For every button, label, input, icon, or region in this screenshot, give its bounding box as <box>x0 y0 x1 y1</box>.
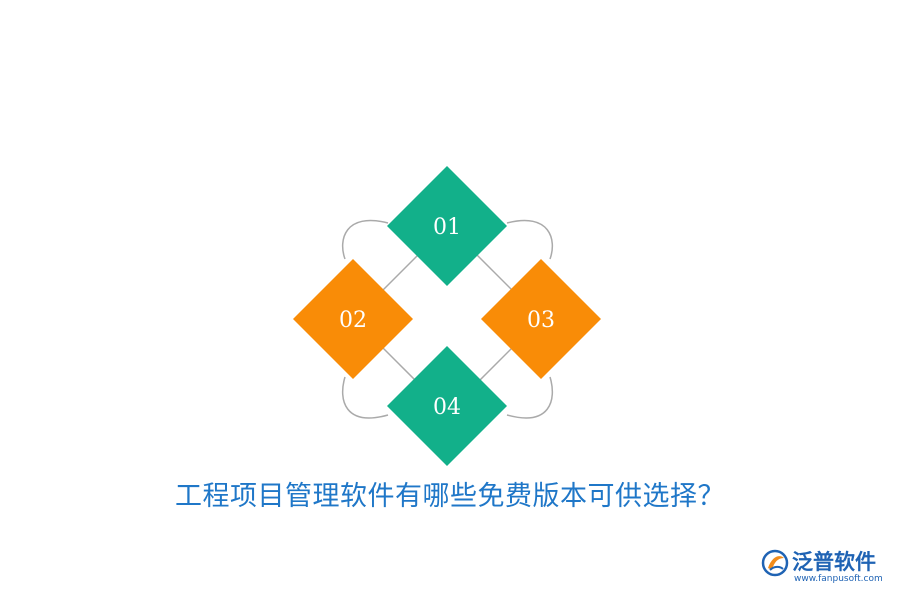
diamond-04-shape <box>387 346 507 466</box>
connector-01-03 <box>506 219 554 260</box>
inner-link-01-03 <box>476 254 513 291</box>
connector-01-02 <box>341 219 389 260</box>
inner-link-03-04 <box>476 347 513 384</box>
inner-link-01-02 <box>382 254 419 291</box>
fanpu-logo-icon <box>761 549 789 577</box>
diamond-01-shape <box>387 166 507 286</box>
watermark: 泛普软件 www.fanpusoft.com <box>760 546 890 592</box>
connector-rings <box>341 219 554 419</box>
diamond-01-label: 01 <box>433 215 461 240</box>
inner-link-02-04 <box>382 347 419 384</box>
diagram-caption: 工程项目管理软件有哪些免费版本可供选择？ <box>175 481 725 512</box>
diamond-02: 02 <box>293 259 413 379</box>
diamond-03-shape <box>481 259 601 379</box>
connector-02-04 <box>341 376 389 419</box>
connector-03-04 <box>506 376 554 419</box>
watermark-name: 泛普软件 <box>792 550 876 574</box>
watermark-url: www.fanpusoft.com <box>794 574 883 584</box>
diamond-03: 03 <box>481 259 601 379</box>
diamond-04: 04 <box>387 346 507 466</box>
diamond-03-label: 03 <box>527 308 555 333</box>
diamond-02-shape <box>293 259 413 379</box>
diamond-02-label: 02 <box>339 308 367 333</box>
diamond-01: 01 <box>387 166 507 286</box>
diamond-04-label: 04 <box>433 395 461 420</box>
